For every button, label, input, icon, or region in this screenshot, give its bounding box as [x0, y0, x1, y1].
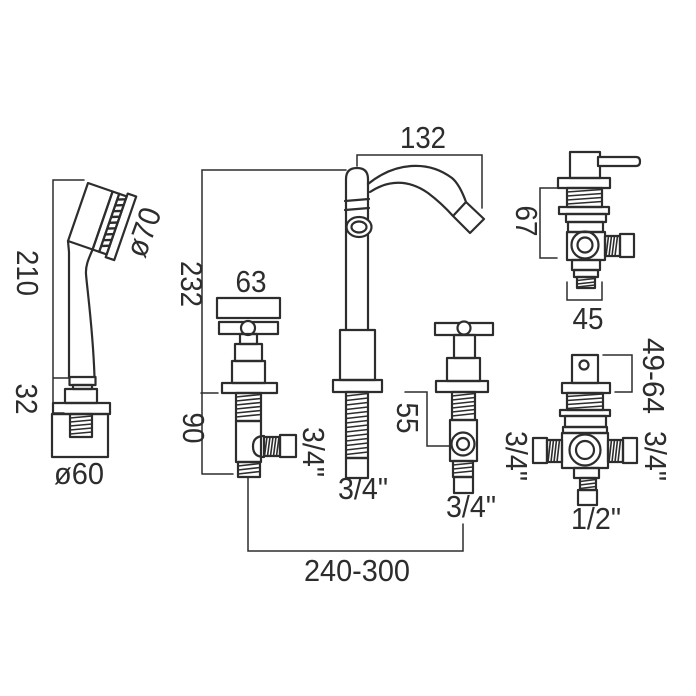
spout-flange — [331, 378, 384, 394]
wall-valve-right-end — [621, 436, 639, 465]
wall-valve-bottom-tail — [576, 488, 599, 507]
left-valve-upper-body — [233, 342, 264, 363]
diverter-port-outer — [570, 230, 600, 260]
handset-shower — [50, 181, 138, 459]
right-valve-outlet-inner — [455, 436, 471, 452]
handset-handle — [66, 239, 96, 379]
handset-face-rim — [104, 192, 138, 262]
spout-tail — [344, 456, 370, 480]
handset-spray-nozzles — [101, 198, 126, 248]
dim-label-under-deck-depth: 90 — [176, 413, 211, 444]
left-valve-handle-top — [215, 296, 282, 320]
diverter-lever — [596, 155, 642, 168]
wall-valve-bottom-nut — [572, 466, 601, 480]
dim-label-diverter-body-width: 45 — [573, 301, 604, 336]
diverter-port-inner — [576, 236, 594, 254]
right-valve-shank-threads — [451, 392, 476, 417]
dim-label-tail-centres-range: 240-300 — [304, 553, 410, 588]
spout-joint-ring-outer — [345, 215, 373, 239]
wall-valve-right-nipple-threads — [608, 439, 622, 463]
dim-spout-132 — [356, 154, 483, 209]
left-valve-flange — [220, 381, 279, 395]
wall-valve-nut — [563, 414, 608, 429]
wall-valve-flange — [560, 381, 612, 395]
wall-valve-port-outer — [568, 433, 602, 467]
dim-label-valve-outlet-drop: 55 — [390, 403, 425, 434]
dim-label-diverter-bottom-outlet-size: 1/2" — [571, 501, 621, 536]
dim-label-spout-height: 232 — [174, 261, 209, 307]
dim-label-right-valve-tail-size: 3/4" — [446, 489, 496, 524]
spout — [331, 164, 486, 480]
wall-valve-port-inner — [574, 439, 596, 461]
handset-boss-threads — [69, 415, 93, 435]
right-valve-neck — [452, 333, 477, 360]
right-valve-tail — [452, 475, 475, 495]
wall-valve-body — [531, 353, 639, 507]
spout-collar — [343, 197, 371, 212]
dim-label-spout-tail-size: 3/4" — [338, 471, 388, 506]
dim-label-handset-head-diameter: ø70 — [118, 203, 168, 262]
left-valve — [215, 296, 298, 479]
right-valve-handle-hub — [456, 320, 472, 336]
dim-centres-240-300 — [247, 477, 464, 552]
wall-valve-stem-hole — [578, 359, 590, 371]
diverter — [556, 150, 642, 290]
right-valve-outlet-outer — [450, 431, 476, 457]
diverter-thread-lines — [566, 188, 603, 205]
diverter-flange — [556, 176, 612, 190]
left-valve-outlet-bump — [251, 434, 266, 459]
spout-shank-threads — [345, 392, 369, 456]
spout-column — [344, 166, 370, 332]
wall-valve-bottom-thread-lines — [579, 478, 597, 490]
diverter-nut — [564, 212, 608, 224]
diverter-bottom-nut — [570, 258, 602, 272]
wall-valve-left-nipple-threads — [547, 439, 561, 463]
right-valve-flange — [434, 379, 490, 394]
left-valve-shank-threads — [235, 393, 262, 418]
spout-curve — [366, 164, 486, 235]
dim-label-handset-height: 210 — [10, 250, 45, 296]
dim-deck-49-64 — [602, 354, 633, 393]
spout-joint-ring-inner — [350, 220, 368, 234]
diverter-stem — [568, 150, 602, 180]
dim-label-spout-projection: 132 — [400, 120, 446, 155]
spout-base-body — [338, 328, 377, 382]
handset-connector-block — [63, 387, 99, 405]
diverter-bottom-tail-threads — [576, 277, 596, 288]
dim-spout-232-90 — [200, 169, 347, 475]
dim-label-handset-wall-plate-diameter: ø60 — [54, 456, 104, 491]
dim-valve-55 — [404, 391, 450, 447]
left-valve-outlet-end — [278, 433, 298, 459]
wall-valve-left-end — [531, 436, 549, 465]
wall-valve-thread-lines — [566, 393, 604, 410]
right-valve-upper-body — [445, 356, 482, 383]
left-valve-tail-threads — [237, 462, 261, 475]
dim-label-diverter-body-height: 67 — [509, 206, 544, 237]
handset-connector-step — [68, 375, 97, 387]
dim-diverter-45 — [566, 281, 603, 301]
dim-label-diverter-right-inlet-size: 3/4" — [638, 431, 673, 481]
dim-label-left-valve-outlet-size: 3/4" — [296, 427, 331, 477]
dim-label-diverter-left-inlet-size: 3/4" — [499, 431, 534, 481]
left-valve-lower-body — [230, 359, 267, 385]
left-valve-nipple-threads — [263, 436, 280, 457]
diverter-side-end — [618, 232, 636, 259]
dim-label-handset-bracket-height: 32 — [9, 384, 44, 415]
dim-label-handle-width: 63 — [236, 264, 267, 299]
right-valve — [433, 320, 495, 495]
diverter-side-nipple-threads — [605, 235, 619, 257]
right-valve-lower-thread-lines — [452, 462, 474, 474]
dim-label-deck-thickness-range: 49-64 — [636, 338, 671, 414]
dim-diverter-67 — [539, 187, 558, 259]
